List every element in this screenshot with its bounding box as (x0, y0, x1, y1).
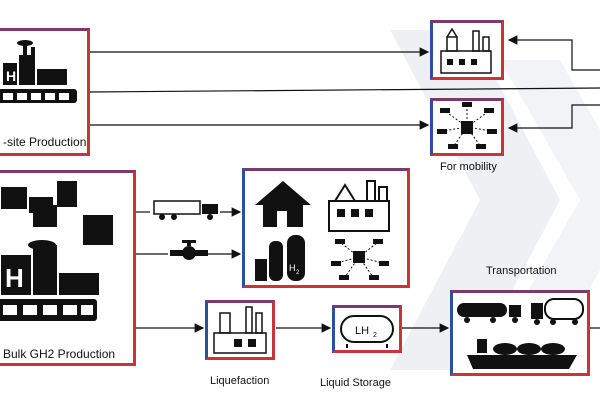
liquid-storage-box: LH 2 (332, 305, 402, 353)
pipeline-valve-icon (170, 240, 208, 260)
onsite-production-box: H -site Production (0, 28, 90, 156)
plant-icon (328, 180, 390, 232)
bulk-production-label: Bulk GH2 Production (3, 347, 116, 361)
line-onsite-right (89, 87, 600, 93)
transportation-box (450, 290, 590, 376)
svg-text:H: H (6, 68, 16, 84)
transportation-label: Transportation (486, 265, 557, 277)
container-truck-icon (531, 298, 584, 325)
bulk-factories-icon: H (0, 181, 113, 321)
storage-tanks-icon (255, 235, 305, 281)
svg-text:H: H (289, 263, 296, 273)
liquid-storage-label: Liquid Storage (320, 377, 391, 389)
liquefaction-plant-icon (213, 306, 267, 354)
mobility-label: For mobility (440, 161, 497, 173)
mobility-network-icon (437, 102, 497, 149)
mobility-box (430, 98, 504, 156)
industry-box (430, 20, 504, 80)
svg-text:2: 2 (373, 332, 377, 339)
liquefaction-label: Liquefaction (210, 375, 270, 387)
svg-text:2: 2 (296, 270, 300, 276)
lh2-tank-icon: LH 2 (340, 315, 394, 348)
tanker-truck-icon (457, 303, 521, 323)
lh2-ship-icon (467, 339, 577, 369)
end-use-icons: H 2 (255, 180, 390, 281)
arrow-return-industry (507, 35, 600, 71)
industry-plant-icon (440, 27, 492, 74)
transport-vehicles-icon (457, 298, 584, 369)
onsite-production-label: -site Production (3, 135, 87, 149)
bulk-production-box: H Bulk GH2 Production (0, 170, 136, 366)
truck-icon (153, 200, 218, 220)
svg-text:LH: LH (355, 325, 369, 337)
svg-text:H: H (5, 263, 24, 293)
factory-h-icon: H (0, 40, 77, 103)
arrow-return-mobility (507, 104, 600, 133)
end-use-box: H 2 (242, 168, 410, 288)
liquefaction-box (205, 300, 275, 360)
